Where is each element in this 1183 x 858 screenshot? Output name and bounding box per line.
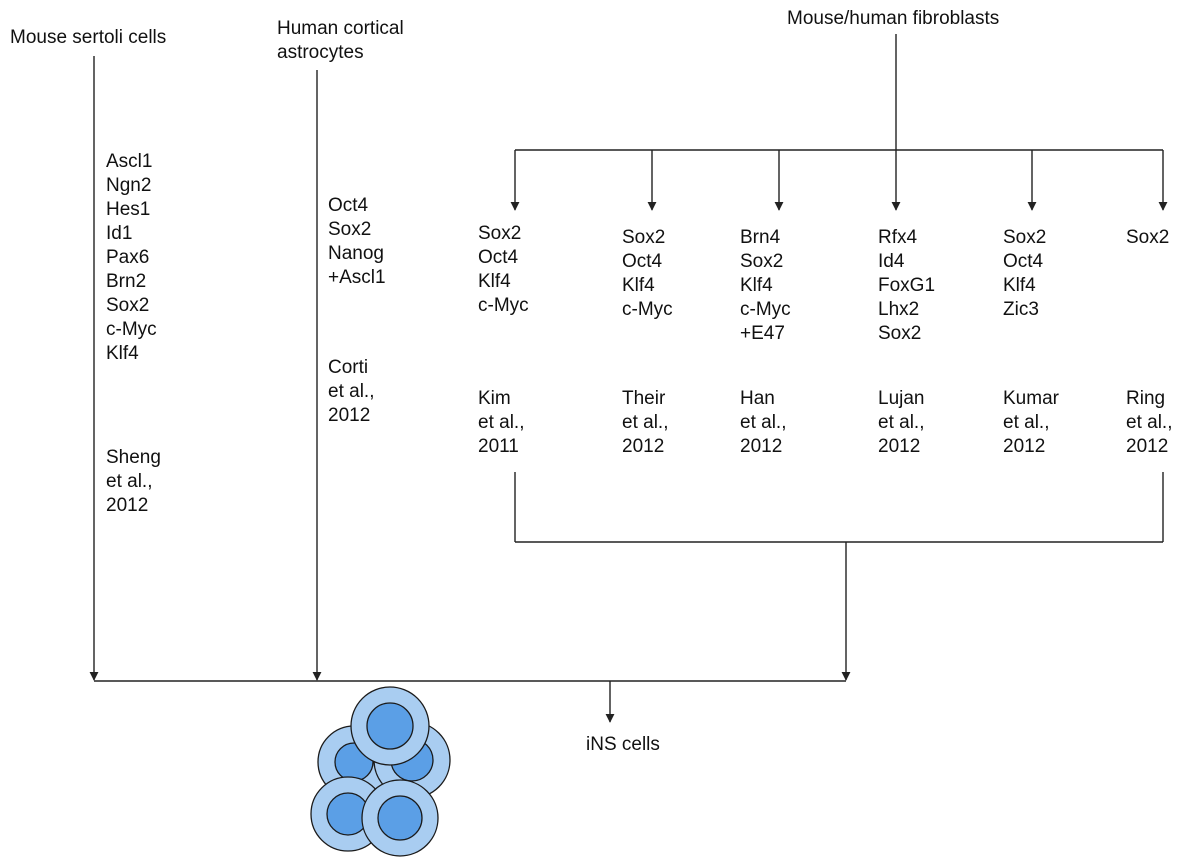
factor: FoxG1: [878, 275, 936, 296]
factor: Lhx2: [878, 299, 920, 320]
citation-line: 2012: [878, 436, 921, 457]
factor: Ngn2: [106, 175, 152, 196]
factor-list-corti: Oct4 Sox2 Nanog +Ascl1: [328, 194, 386, 290]
citation-line: et al.,: [106, 471, 153, 492]
factor: Zic3: [1003, 299, 1039, 320]
factor: Pax6: [106, 247, 150, 268]
factor: Klf4: [622, 275, 655, 296]
factor: Oct4: [328, 195, 369, 216]
factor: Oct4: [622, 251, 663, 272]
citation-ring: Ring et al., 2012: [1126, 387, 1172, 459]
citation-line: 2012: [328, 405, 371, 426]
factor: Sox2: [740, 251, 784, 272]
result-label-ins-cells: iNS cells: [586, 734, 660, 755]
citation-line: Kim: [478, 388, 511, 409]
factor: Rfx4: [878, 227, 918, 248]
factor-list-kumar: Sox2 Oct4 Klf4 Zic3: [1003, 226, 1046, 322]
factor: Oct4: [478, 247, 519, 268]
factor: c-Myc: [478, 295, 529, 316]
factor: c-Myc: [106, 319, 157, 340]
source-label-astrocytes: Human cortical astrocytes: [277, 18, 404, 63]
factor-list-sheng: Ascl1 Ngn2 Hes1 Id1 Pax6 Brn2 Sox2 c-Myc…: [106, 150, 157, 366]
factor: Sox2: [1003, 227, 1047, 248]
factor: Nanog: [328, 243, 384, 264]
citation-line: et al.,: [740, 412, 787, 433]
citation-line: Lujan: [878, 388, 925, 409]
citation-line: et al.,: [328, 381, 375, 402]
citation-line: 2011: [478, 436, 519, 457]
citation-corti: Corti et al., 2012: [328, 356, 374, 428]
citation-line: et al.,: [1126, 412, 1173, 433]
citation-line: et al.,: [622, 412, 669, 433]
factor: c-Myc: [740, 299, 791, 320]
source-label-fibroblasts: Mouse/human fibroblasts: [787, 8, 1000, 29]
citation-line: Corti: [328, 357, 369, 378]
ins-cell-cluster-icon: [310, 686, 451, 857]
factor: Klf4: [740, 275, 773, 296]
citation-line: 2012: [106, 495, 149, 516]
factor-list-their: Sox2 Oct4 Klf4 c-Myc: [622, 226, 673, 322]
citation-line: et al.,: [478, 412, 525, 433]
factor: Klf4: [478, 271, 511, 292]
factor: Sox2: [878, 323, 922, 344]
citation-han: Han et al., 2012: [740, 387, 786, 459]
citation-line: Sheng: [106, 447, 161, 468]
factor: Sox2: [478, 223, 522, 244]
citation-sheng: Sheng et al., 2012: [106, 446, 161, 518]
factor: Sox2: [106, 295, 150, 316]
factor: Sox2: [1126, 227, 1170, 248]
citation-line: et al.,: [878, 412, 925, 433]
factor: Id1: [106, 223, 133, 244]
citation-kim: Kim et al., 2011: [478, 387, 524, 459]
factor: Hes1: [106, 199, 151, 220]
factor: Brn2: [106, 271, 147, 292]
factor: Sox2: [328, 219, 372, 240]
factor: +Ascl1: [328, 267, 386, 288]
source-label-sertoli: Mouse sertoli cells: [10, 27, 167, 48]
factor: Ascl1: [106, 151, 153, 172]
factor: c-Myc: [622, 299, 673, 320]
citation-lujan: Lujan et al., 2012: [878, 387, 925, 459]
factor: Id4: [878, 251, 905, 272]
citation-their: Their et al., 2012: [622, 387, 668, 459]
citation-line: 2012: [622, 436, 665, 457]
citation-line: Their: [622, 388, 666, 409]
citation-line: Ring: [1126, 388, 1166, 409]
factor-list-han: Brn4 Sox2 Klf4 c-Myc +E47: [740, 226, 791, 346]
factor: +E47: [740, 323, 785, 344]
factor: Oct4: [1003, 251, 1044, 272]
factor: Klf4: [106, 343, 139, 364]
citation-line: et al.,: [1003, 412, 1050, 433]
citation-kumar: Kumar et al., 2012: [1003, 387, 1059, 459]
citation-line: Han: [740, 388, 775, 409]
citation-line: Kumar: [1003, 388, 1059, 409]
factor-list-ring: Sox2: [1126, 226, 1169, 250]
citation-line: 2012: [1126, 436, 1169, 457]
factor: Sox2: [622, 227, 666, 248]
factor-list-kim: Sox2 Oct4 Klf4 c-Myc: [478, 222, 529, 318]
citation-line: 2012: [1003, 436, 1046, 457]
factor: Brn4: [740, 227, 781, 248]
factor-list-lujan: Rfx4 Id4 FoxG1 Lhx2 Sox2: [878, 226, 935, 346]
citation-line: 2012: [740, 436, 783, 457]
factor: Klf4: [1003, 275, 1036, 296]
